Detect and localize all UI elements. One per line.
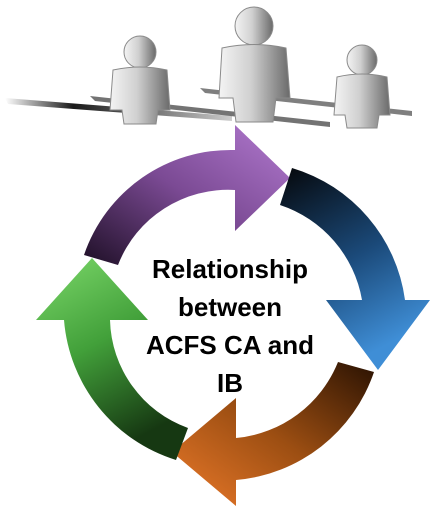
- blue-arrow: [280, 168, 430, 370]
- center-label-line: ACFS CA and: [145, 330, 315, 360]
- center-label-line: Relationship: [151, 254, 308, 284]
- group-of-people-icon: [5, 6, 412, 129]
- purple-arrow: [84, 125, 290, 265]
- center-label-line: IB: [217, 368, 243, 398]
- orange-arrow: [172, 362, 374, 506]
- center-label: Relationship between ACFS CA and IB: [120, 250, 340, 402]
- person-figure-left: [109, 35, 171, 125]
- person-figure-center: [218, 6, 291, 123]
- cycle-arrows: [36, 125, 430, 506]
- green-arrow: [36, 258, 188, 460]
- center-label-line: between: [177, 292, 283, 322]
- person-figure-right: [333, 44, 391, 129]
